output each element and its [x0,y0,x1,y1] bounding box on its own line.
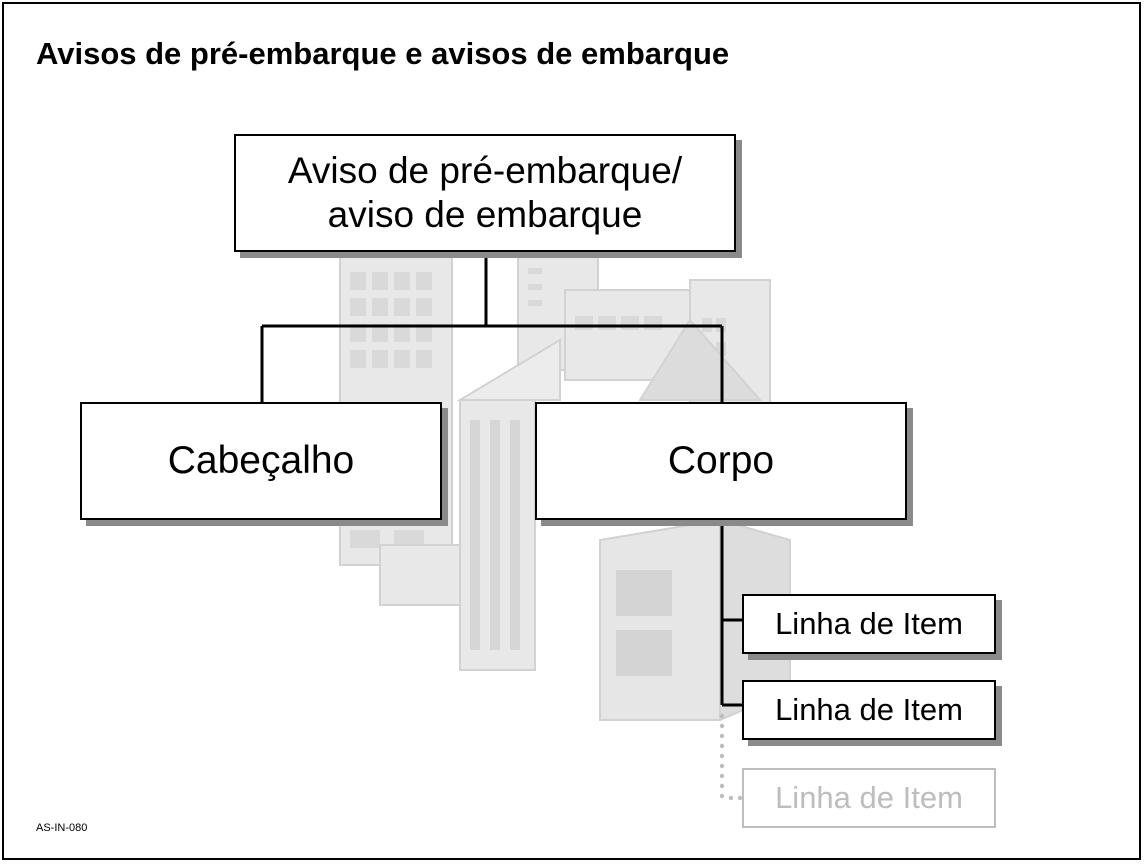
body-node-label: Corpo [667,439,775,482]
page-title: Avisos de pré-embarque e avisos de embar… [36,36,730,71]
header-node: Cabeçalho [80,402,442,520]
line-item-node: Linha de Item [742,680,996,740]
line-item-label: Linha de Item [775,692,963,727]
line-item-node: Linha de Item [742,594,996,654]
root-node-line-1: Aviso de pré-embarque/ [287,149,683,191]
tree-connectors [260,252,742,707]
header-node-label: Cabeçalho [167,439,355,482]
root-node: Aviso de pré-embarque/ aviso de embarque [234,134,736,252]
slide-code: AS-IN-080 [36,822,88,834]
line-item-label: Linha de Item [775,780,963,815]
root-node-line-2: aviso de embarque [327,194,643,235]
line-item-label: Linha de Item [775,606,963,641]
body-node: Corpo [535,402,907,520]
line-item-node-faded: Linha de Item [742,768,996,828]
dotted-connector [719,713,743,801]
